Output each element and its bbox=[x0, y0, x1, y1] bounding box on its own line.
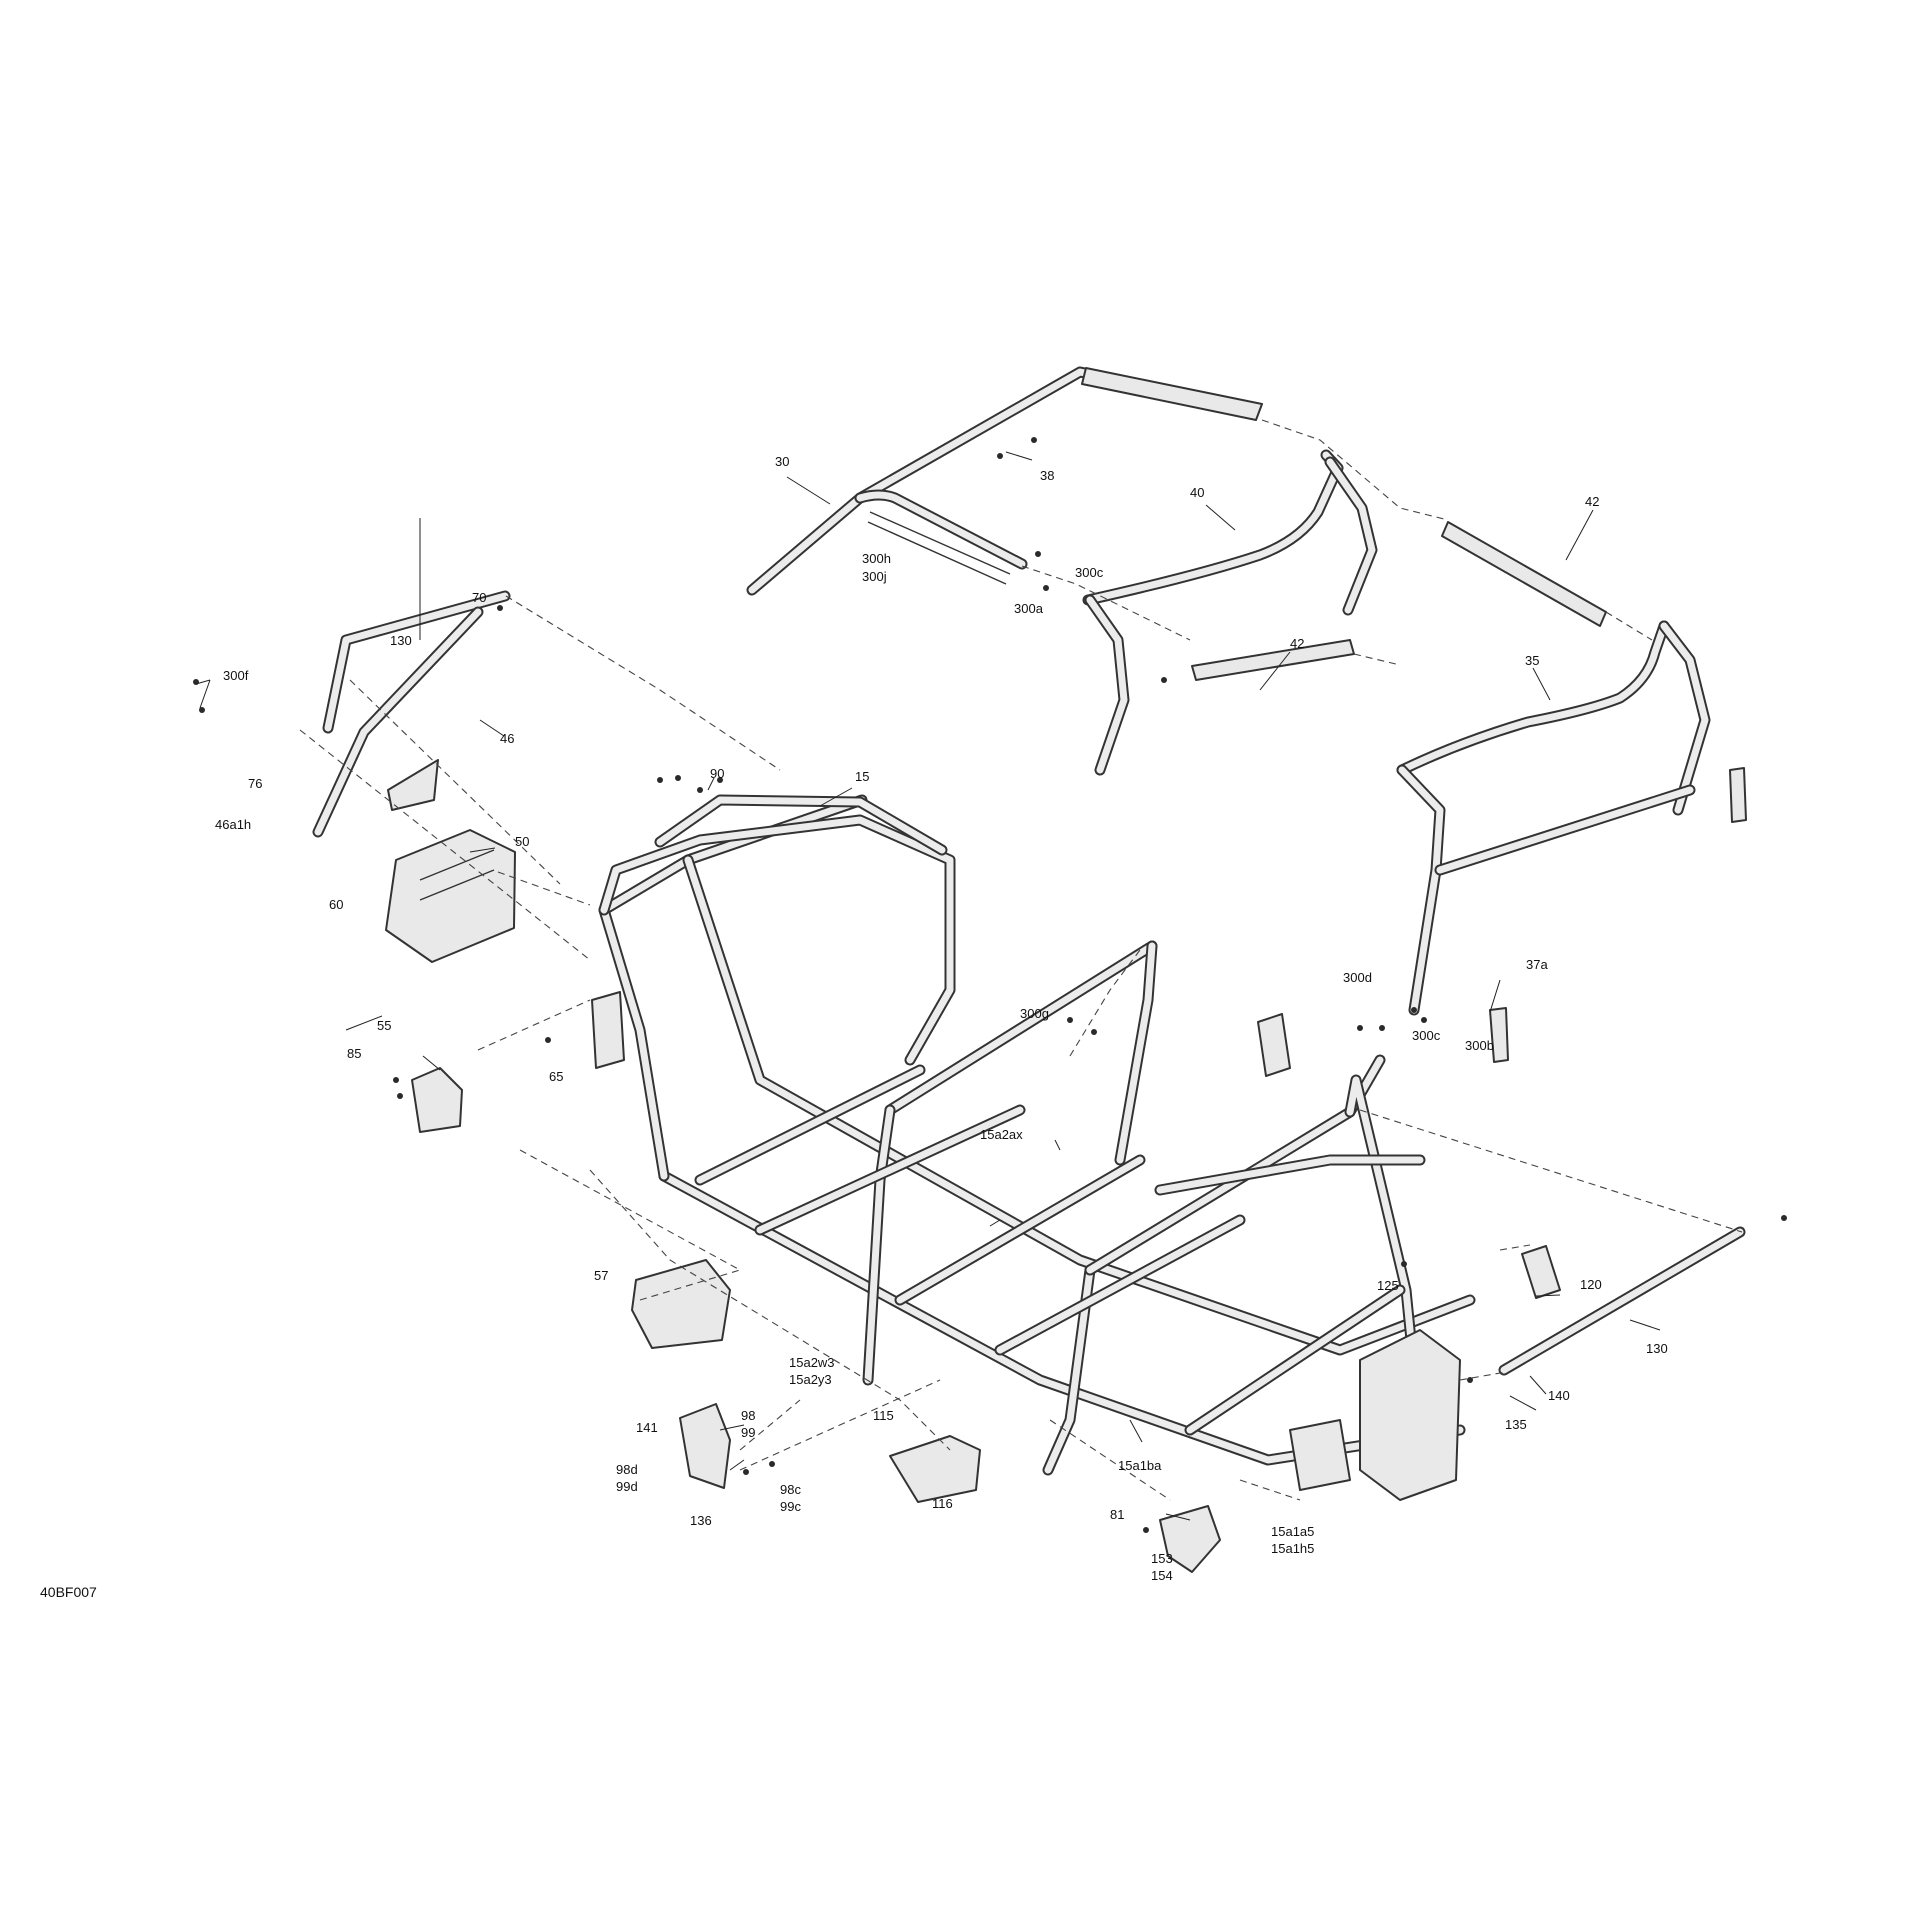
callout-15a2w3: 15a2w3 bbox=[789, 1355, 835, 1370]
callout-300a: 300a bbox=[1014, 601, 1044, 616]
callout-154: 154 bbox=[1151, 1568, 1173, 1583]
callout-300b: 300b bbox=[1465, 1038, 1494, 1053]
callout-35: 35 bbox=[1525, 653, 1539, 668]
callout-98: 98 bbox=[741, 1408, 755, 1423]
callout-300c-lower: 300c bbox=[1412, 1028, 1441, 1043]
callout-76: 76 bbox=[248, 776, 262, 791]
callout-90: 90 bbox=[710, 766, 724, 781]
callout-300d: 300d bbox=[1343, 970, 1372, 985]
callout-98c: 98c bbox=[780, 1482, 801, 1497]
callout-136: 136 bbox=[690, 1513, 712, 1528]
callout-60: 60 bbox=[329, 897, 343, 912]
callout-140: 140 bbox=[1548, 1388, 1570, 1403]
callout-15a2y3: 15a2y3 bbox=[789, 1372, 832, 1387]
callout-42-left: 42 bbox=[1290, 636, 1304, 651]
callout-115: 115 bbox=[873, 1408, 894, 1423]
callout-141: 141 bbox=[636, 1420, 658, 1435]
callout-15: 15 bbox=[855, 769, 869, 784]
callout-57: 57 bbox=[594, 1268, 608, 1283]
roll-cage bbox=[746, 366, 1747, 1063]
callout-99c: 99c bbox=[780, 1499, 801, 1514]
callout-50: 50 bbox=[515, 834, 529, 849]
callout-99: 99 bbox=[741, 1425, 755, 1440]
callout-15a2ax: 15a2ax bbox=[980, 1127, 1023, 1142]
callout-38: 38 bbox=[1040, 468, 1054, 483]
callout-300g: 300g bbox=[1020, 1006, 1049, 1021]
callout-120: 120 bbox=[1580, 1277, 1602, 1292]
callout-300c-upper: 300c bbox=[1075, 565, 1104, 580]
callout-37a: 37a bbox=[1526, 957, 1548, 972]
callout-46a1h: 46a1h bbox=[215, 817, 251, 832]
callout-30: 30 bbox=[775, 454, 789, 469]
callout-40: 40 bbox=[1190, 485, 1204, 500]
callout-81: 81 bbox=[1110, 1507, 1124, 1522]
figure-reference: 40BF007 bbox=[40, 1584, 97, 1600]
assembly-lines bbox=[299, 419, 1743, 1501]
callout-300j: 300j bbox=[862, 569, 887, 584]
callout-130-upper: 130 bbox=[390, 633, 412, 648]
callout-125: 125 bbox=[1377, 1278, 1399, 1293]
callout-300f: 300f bbox=[223, 668, 249, 683]
callout-135: 135 bbox=[1505, 1417, 1527, 1432]
callout-153: 153 bbox=[1151, 1551, 1173, 1566]
callout-98d: 98d bbox=[616, 1462, 638, 1477]
callout-85: 85 bbox=[347, 1046, 361, 1061]
callout-42-right: 42 bbox=[1585, 494, 1599, 509]
front-bumper-assembly bbox=[312, 590, 1746, 1573]
callout-130-lower: 130 bbox=[1646, 1341, 1668, 1356]
leader-lines bbox=[195, 451, 1661, 1521]
callout-55: 55 bbox=[377, 1018, 391, 1033]
fasteners bbox=[193, 437, 1787, 1533]
callout-116: 116 bbox=[932, 1496, 953, 1511]
callout-15a1ba: 15a1ba bbox=[1118, 1458, 1162, 1473]
callout-99d: 99d bbox=[616, 1479, 638, 1494]
callouts: 30 38 40 42 42 35 300h 300j 300c 300a 70… bbox=[215, 454, 1668, 1583]
callout-65: 65 bbox=[549, 1069, 563, 1084]
callout-300h: 300h bbox=[862, 551, 891, 566]
callout-46: 46 bbox=[500, 731, 514, 746]
callout-70: 70 bbox=[472, 590, 486, 605]
callout-15a1a5: 15a1a5 bbox=[1271, 1524, 1314, 1539]
callout-15a1h5: 15a1h5 bbox=[1271, 1541, 1314, 1556]
main-frame bbox=[591, 794, 1476, 1501]
